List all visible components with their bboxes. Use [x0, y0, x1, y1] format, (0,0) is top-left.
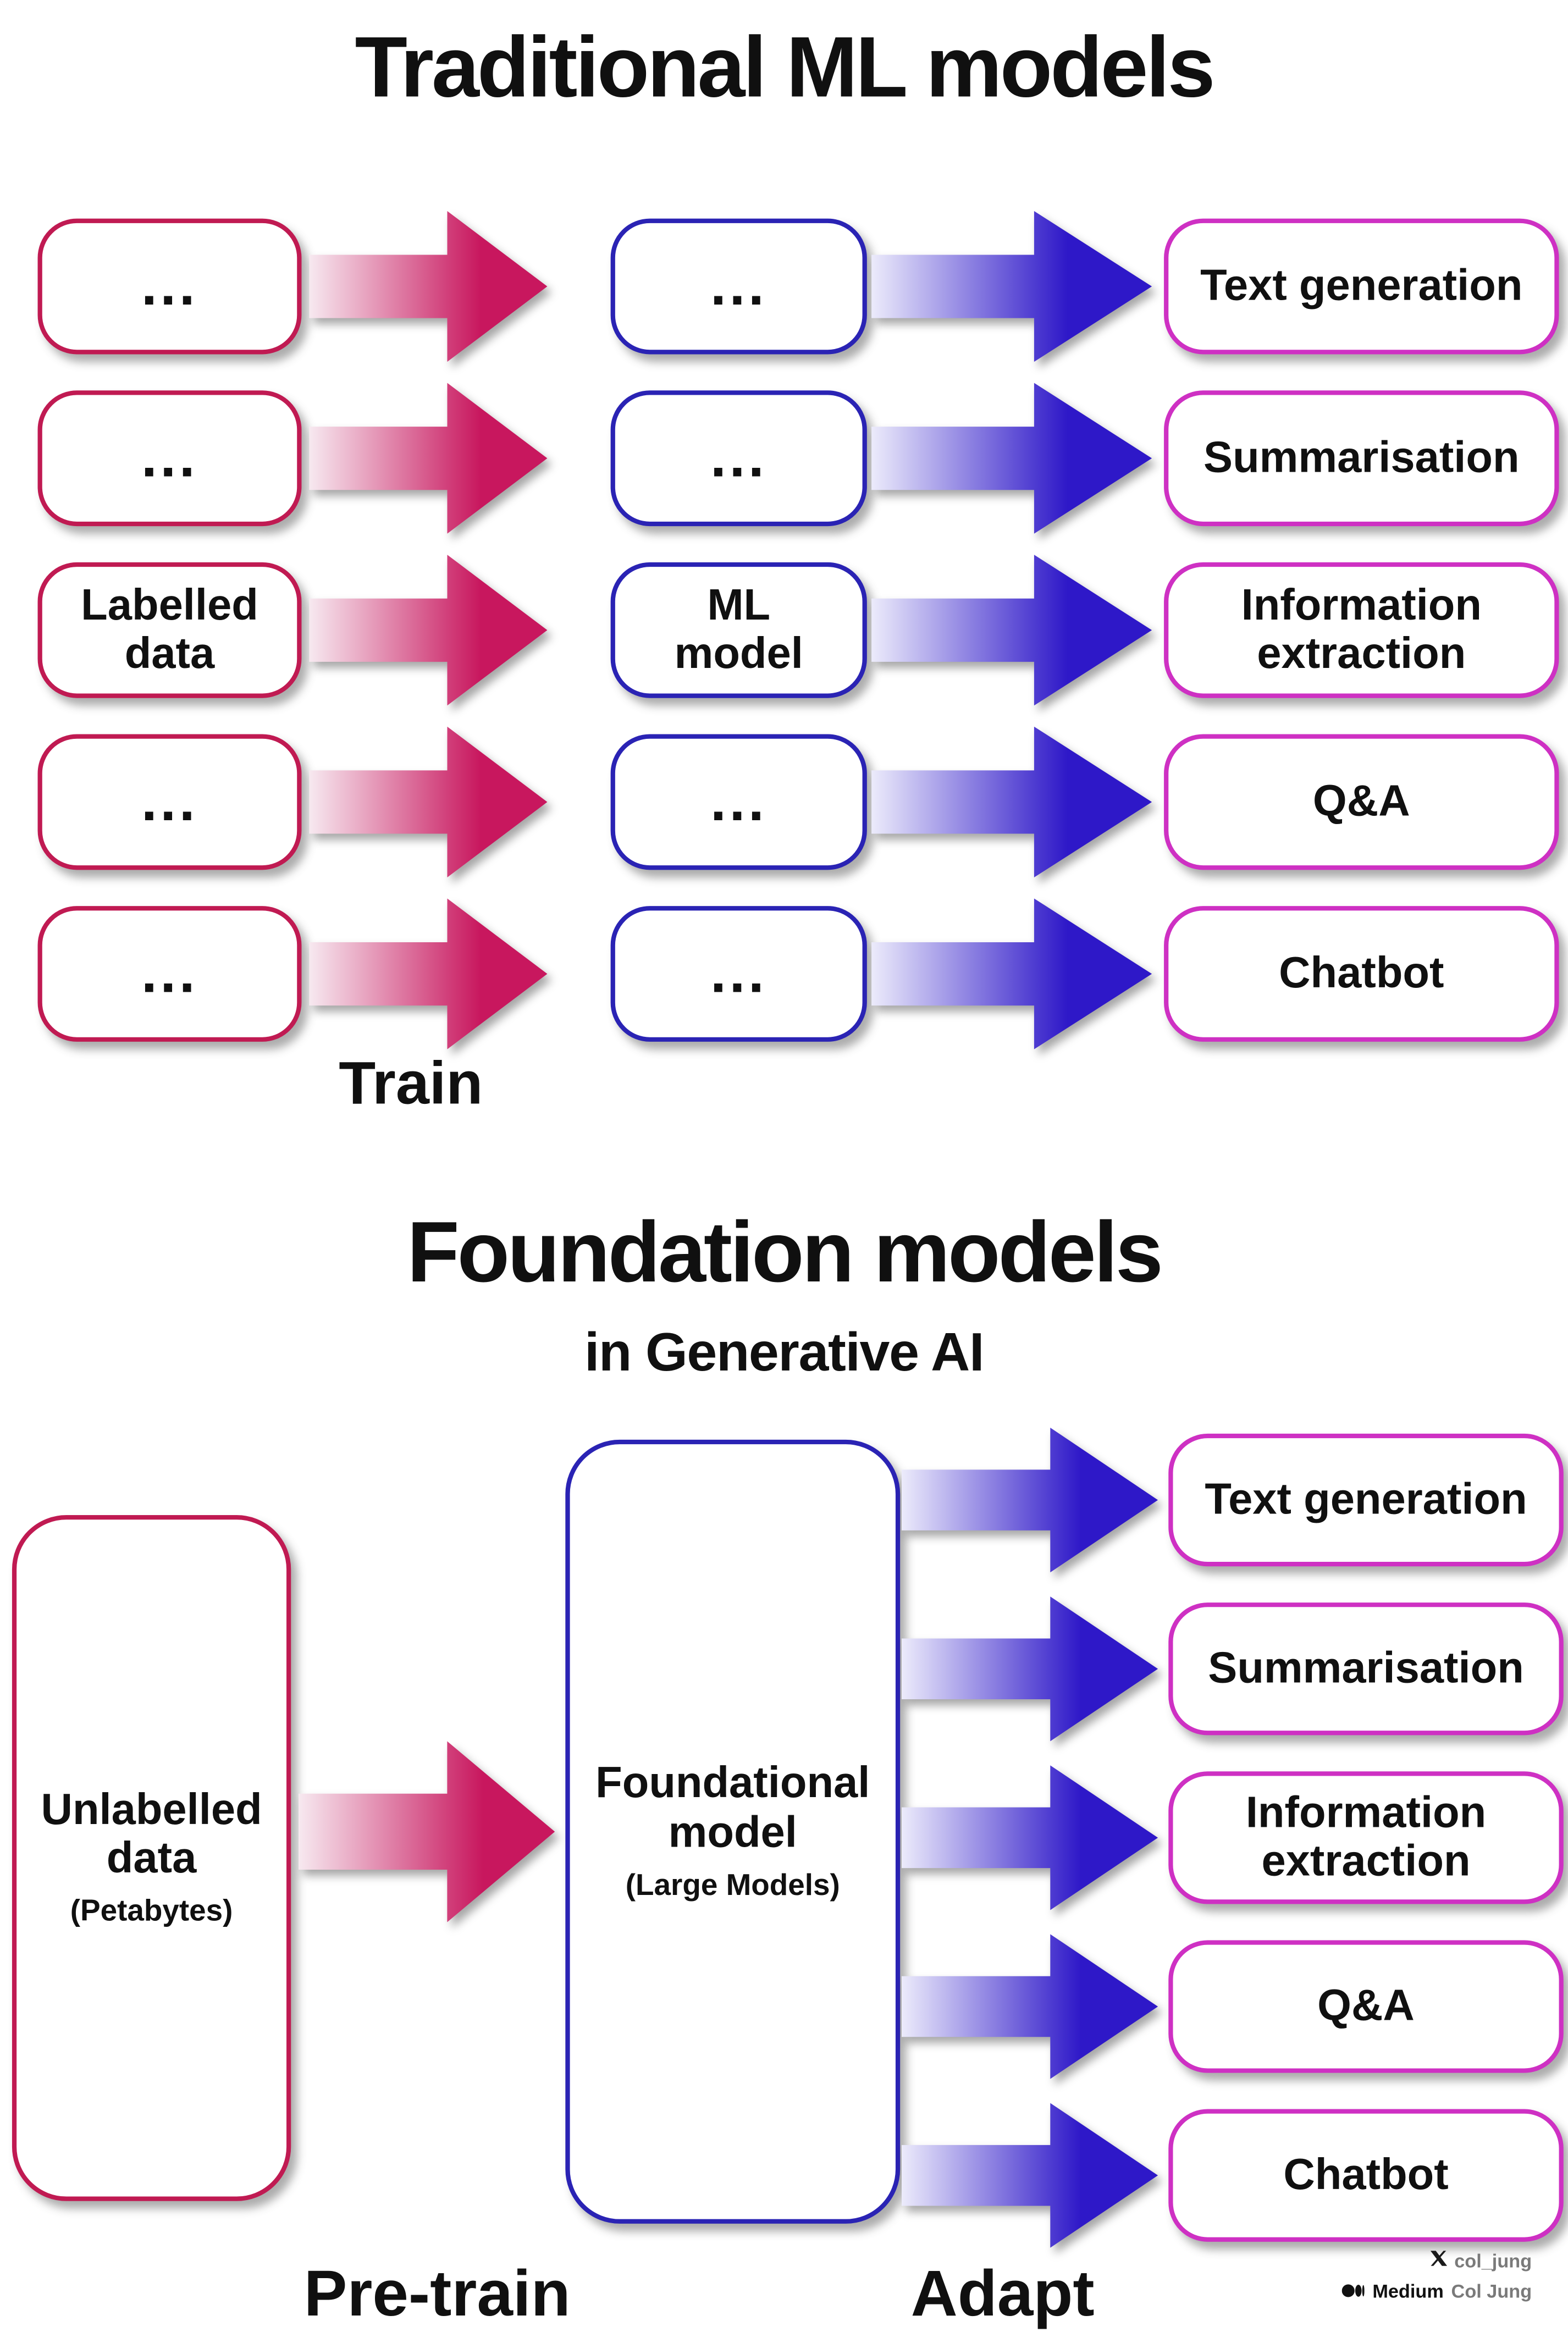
task-box-qa: Q&A: [1168, 1940, 1564, 2073]
source-label: ...: [141, 770, 198, 833]
medium-wordmark: Medium: [1372, 2281, 1444, 2302]
labelled-data-box: Labelled data: [37, 562, 302, 698]
source-label: ...: [141, 942, 198, 1005]
adapt-arrow-icon: [901, 1934, 1158, 2079]
task-box-text-generation: Text generation: [1164, 218, 1559, 355]
task-label: Information extraction: [1241, 581, 1482, 679]
task-label: Summarisation: [1208, 1644, 1524, 1693]
ml-model-box: ...: [610, 218, 867, 355]
x-handle: col_jung: [1454, 2251, 1532, 2272]
adapt-label: Adapt: [910, 2258, 1095, 2331]
unlabelled-data-sublabel: (Petabytes): [70, 1896, 233, 1929]
task-label: Text generation: [1205, 1476, 1527, 1524]
model-to-task-arrow-icon: [871, 898, 1152, 1049]
task-label: Q&A: [1317, 1982, 1415, 2031]
attribution: col_jung Medium Col Jung: [1342, 2250, 1532, 2304]
task-label: Q&A: [1312, 777, 1410, 826]
adapt-arrow-icon: [901, 1427, 1158, 1573]
medium-attribution-row: Medium Col Jung: [1342, 2279, 1532, 2303]
foundation-title: Foundation models: [407, 1204, 1163, 1301]
ml-model-box: ML model: [610, 562, 867, 698]
traditional-rows: ... ... Text generation ... ... Summaris…: [37, 211, 1559, 1049]
unlabelled-data-box: Unlabelled data (Petabytes): [12, 1515, 291, 2201]
task-label: Information extraction: [1245, 1788, 1487, 1886]
foundational-model-sublabel: (Large Models): [625, 1869, 840, 1903]
task-label: Chatbot: [1279, 949, 1444, 998]
task-label: Chatbot: [1283, 2151, 1449, 2200]
task-label: Text generation: [1200, 262, 1523, 311]
x-attribution-row: col_jung: [1429, 2250, 1532, 2274]
pretrain-arrow-icon: [298, 1741, 555, 1922]
labelled-data-box: ...: [37, 906, 302, 1042]
traditional-row: Labelled data ML model Information extra…: [37, 555, 1559, 706]
foundation-subtitle: in Generative AI: [584, 1320, 984, 1383]
task-box-summarisation: Summarisation: [1164, 390, 1559, 527]
adapt-arrow-icon: [901, 2103, 1158, 2248]
train-arrow-icon: [309, 211, 548, 362]
x-logo-icon: [1429, 2250, 1447, 2274]
traditional-title: Traditional ML models: [355, 19, 1216, 117]
traditional-row: ... ... Chatbot: [37, 898, 1559, 1049]
adapt-arrow-icon: [901, 1596, 1158, 1742]
medium-author-name: Col Jung: [1451, 2281, 1532, 2302]
unlabelled-data-label: Unlabelled data: [41, 1786, 262, 1883]
ml-model-box: ...: [610, 390, 867, 527]
task-box-chatbot: Chatbot: [1164, 906, 1559, 1042]
task-box-information-extraction: Information extraction: [1164, 562, 1559, 698]
model-label: ...: [710, 426, 768, 490]
traditional-row: ... ... Q&A: [37, 726, 1559, 878]
model-to-task-arrow-icon: [871, 555, 1152, 706]
source-label: ...: [141, 254, 198, 318]
foundational-model-box: Foundational model (Large Models): [565, 1439, 901, 2224]
pretrain-label: Pre-train: [303, 2258, 571, 2331]
foundational-model-label: Foundational model: [595, 1759, 870, 1857]
model-to-task-arrow-icon: [871, 383, 1152, 534]
traditional-row: ... ... Summarisation: [37, 383, 1559, 534]
model-to-task-arrow-icon: [871, 726, 1152, 878]
model-label: ...: [710, 770, 768, 833]
labelled-data-box: ...: [37, 390, 302, 527]
train-label: Train: [339, 1051, 483, 1118]
source-label: Labelled data: [81, 581, 258, 679]
ml-model-box: ...: [610, 734, 867, 870]
model-label: ...: [710, 254, 768, 318]
task-box-chatbot: Chatbot: [1168, 2109, 1564, 2242]
train-arrow-icon: [309, 898, 548, 1049]
task-box-qa: Q&A: [1164, 734, 1559, 870]
model-to-task-arrow-icon: [871, 211, 1152, 362]
source-label: ...: [141, 426, 198, 490]
model-label: ML model: [674, 581, 803, 679]
labelled-data-box: ...: [37, 218, 302, 355]
train-arrow-icon: [309, 383, 548, 534]
traditional-row: ... ... Text generation: [37, 211, 1559, 362]
adapt-arrow-icon: [901, 1765, 1158, 1910]
task-box-summarisation: Summarisation: [1168, 1602, 1564, 1736]
model-label: ...: [710, 942, 768, 1005]
labelled-data-box: ...: [37, 734, 302, 870]
medium-logo-icon: [1342, 2279, 1365, 2303]
task-box-information-extraction: Information extraction: [1168, 1771, 1564, 1904]
task-box-text-generation: Text generation: [1168, 1433, 1564, 1567]
ml-model-box: ...: [610, 906, 867, 1042]
task-label: Summarisation: [1203, 434, 1520, 482]
train-arrow-icon: [309, 726, 548, 878]
train-arrow-icon: [309, 555, 548, 706]
